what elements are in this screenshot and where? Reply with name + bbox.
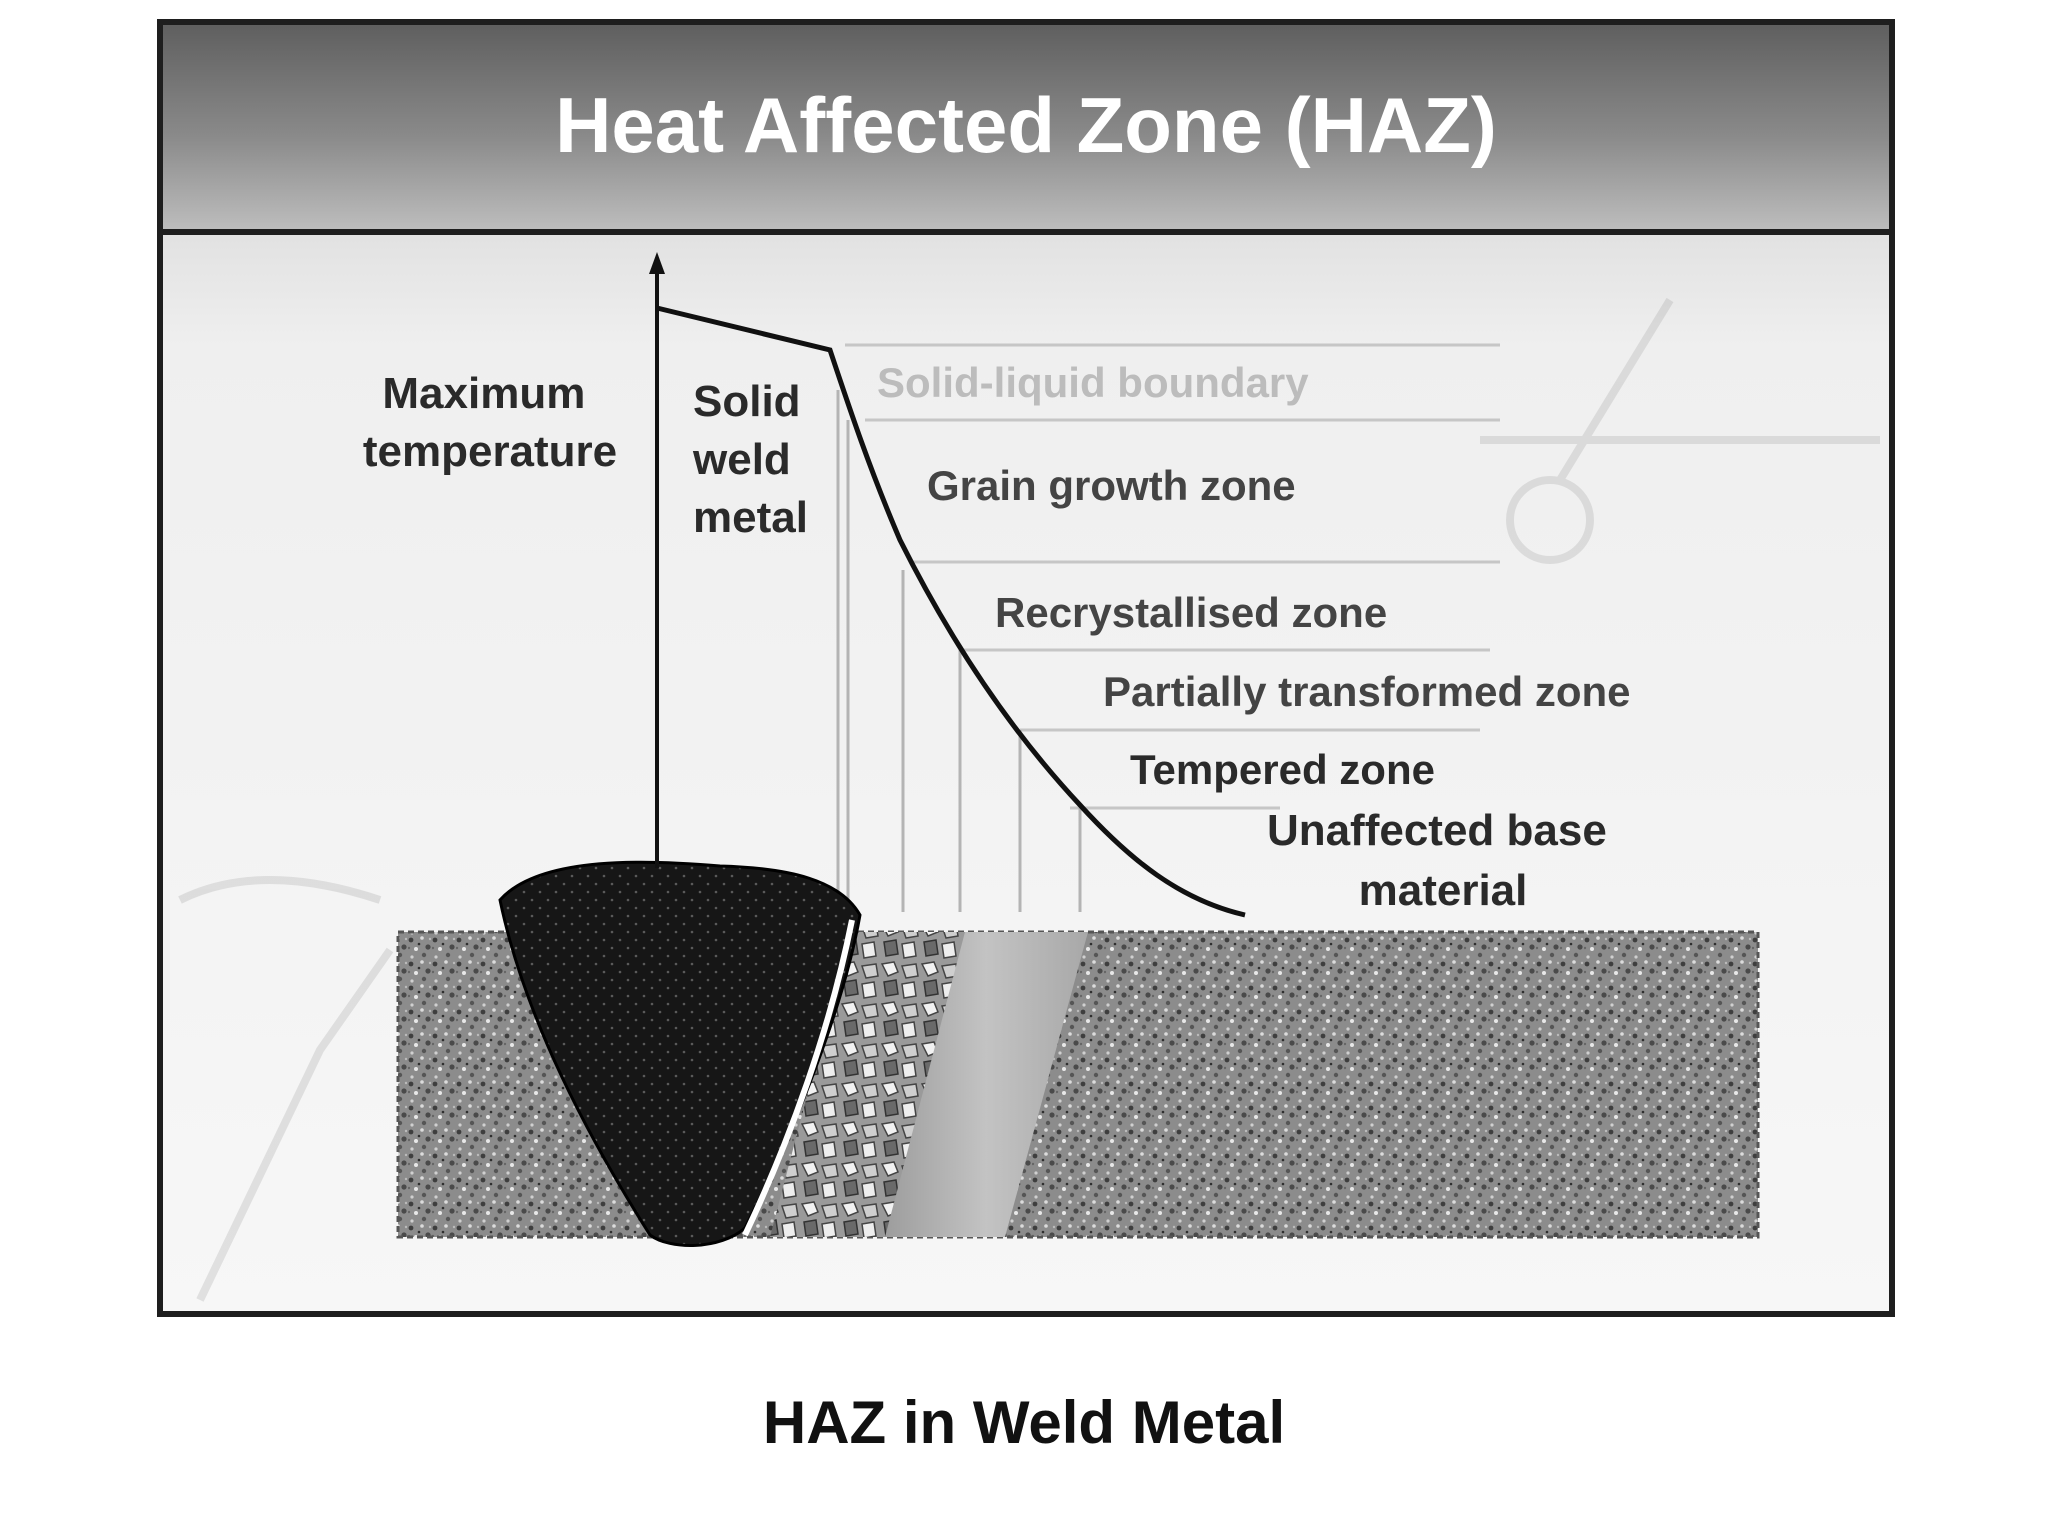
fusion-line (742, 919, 855, 1237)
base-material-line2: material (1359, 866, 1528, 915)
zone-label-recrystallised: Recrystallised zone (995, 589, 1387, 636)
zone-label-tempered: Tempered zone (1130, 746, 1435, 793)
zone-guide-lines (845, 343, 1500, 810)
solid-weld-line2: weld (692, 435, 791, 484)
title-bar (160, 22, 1892, 230)
zone-label-partially-transformed: Partially transformed zone (1103, 668, 1630, 715)
background-watermark (178, 297, 1880, 1302)
figure-caption: HAZ in Weld Metal (762, 1389, 1286, 1456)
solid-weld-line3: metal (693, 493, 808, 542)
zone-label-solid-liquid-boundary: Solid-liquid boundary (877, 359, 1309, 406)
unaffected-base-material-label: Unaffected base material (1267, 806, 1619, 915)
base-material-line1: Unaffected base (1267, 806, 1607, 855)
max-temperature-line2: temperature (363, 427, 617, 476)
axis-arrowhead-icon (649, 252, 665, 274)
frame-border (157, 19, 1895, 1317)
zone-vertical-lines (836, 390, 1082, 912)
max-temperature-label: Maximum temperature (363, 369, 617, 476)
transformed-band (885, 932, 1088, 1237)
solid-weld-line1: Solid (693, 377, 801, 426)
peak-temperature-curve (656, 305, 1246, 918)
diagram-title: Heat Affected Zone (HAZ) (555, 81, 1497, 169)
zone-label-grain-growth: Grain growth zone (927, 462, 1296, 509)
solid-weld-metal-label: Solid weld metal (692, 377, 813, 542)
max-temperature-line1: Maximum (382, 369, 585, 418)
